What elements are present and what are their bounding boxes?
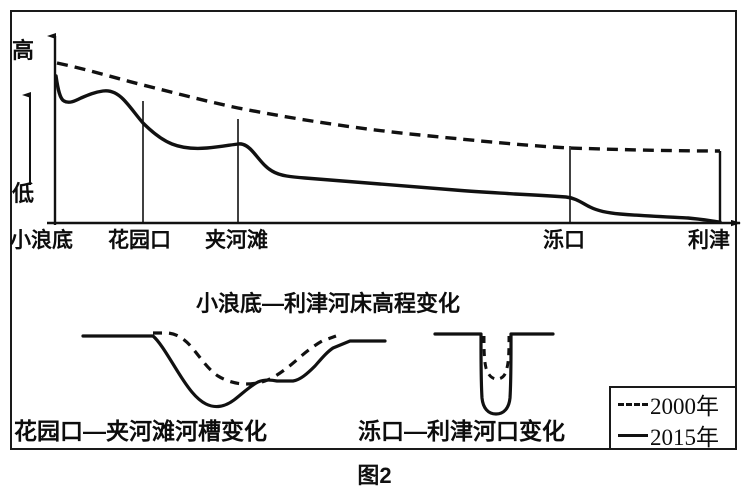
x-tick-label-huayuankou: 花园口 (108, 229, 171, 252)
x-tick-label-lijin: 利津 (688, 229, 730, 252)
legend: 2000年 2015年 (609, 386, 737, 450)
legend-label-2015: 2015年 (650, 425, 719, 450)
legend-dashed-line-icon (616, 395, 650, 413)
legend-solid-line-icon (616, 426, 650, 444)
legend-item-2000: 2000年 (611, 388, 739, 420)
x-tick-label-xiaolangdi: 小浪底 (10, 229, 73, 252)
legend-item-2015: 2015年 (611, 419, 739, 451)
figure-caption: 图2 (357, 463, 392, 488)
subchart2-caption: 泺口—利津河口变化 (358, 418, 565, 444)
legend-label-2000: 2000年 (650, 394, 719, 419)
y-axis-low-label: 低 (12, 181, 35, 206)
x-tick-label-jiaohetan: 夹河滩 (205, 229, 268, 252)
figure-border (10, 10, 737, 450)
subchart1-caption: 花园口—夹河滩河槽变化 (14, 418, 267, 444)
y-axis-high-label: 高 (12, 38, 35, 63)
main-chart-title: 小浪底—利津河床高程变化 (196, 291, 461, 316)
x-tick-label-luokou: 泺口 (543, 229, 585, 252)
